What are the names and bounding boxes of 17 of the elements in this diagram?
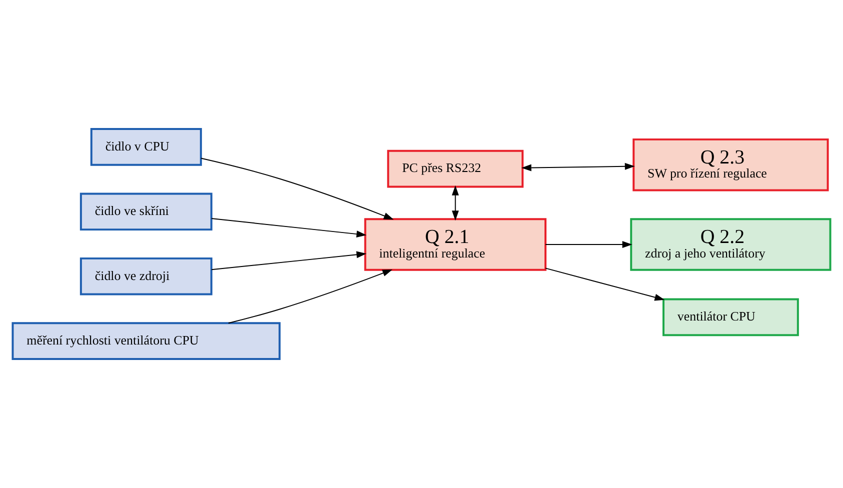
arrow bbox=[211, 251, 366, 270]
arrow bbox=[544, 241, 632, 248]
node-box: ventilátor CPU bbox=[662, 298, 799, 336]
node-box: Q 2.2 zdroj a jeho ventilátory bbox=[630, 218, 832, 271]
arrow bbox=[228, 269, 392, 324]
arrow bbox=[200, 158, 394, 220]
arrow bbox=[544, 268, 665, 301]
node-box: Q 2.3 SW pro řízení regulace bbox=[632, 138, 829, 192]
arrow bbox=[452, 185, 459, 221]
node-box: Q 2.1 inteligentní regulace bbox=[364, 218, 546, 271]
node-box: čidlo v CPU bbox=[90, 128, 202, 166]
node-box: PC přes RS232 bbox=[387, 150, 524, 188]
arrow bbox=[521, 162, 635, 172]
arrow bbox=[211, 218, 366, 238]
node-box: čidlo ve zdroji bbox=[80, 257, 212, 296]
node-box: měření rychlosti ventilátoru CPU bbox=[12, 322, 281, 360]
node-box: čidlo ve skříni bbox=[80, 192, 212, 231]
